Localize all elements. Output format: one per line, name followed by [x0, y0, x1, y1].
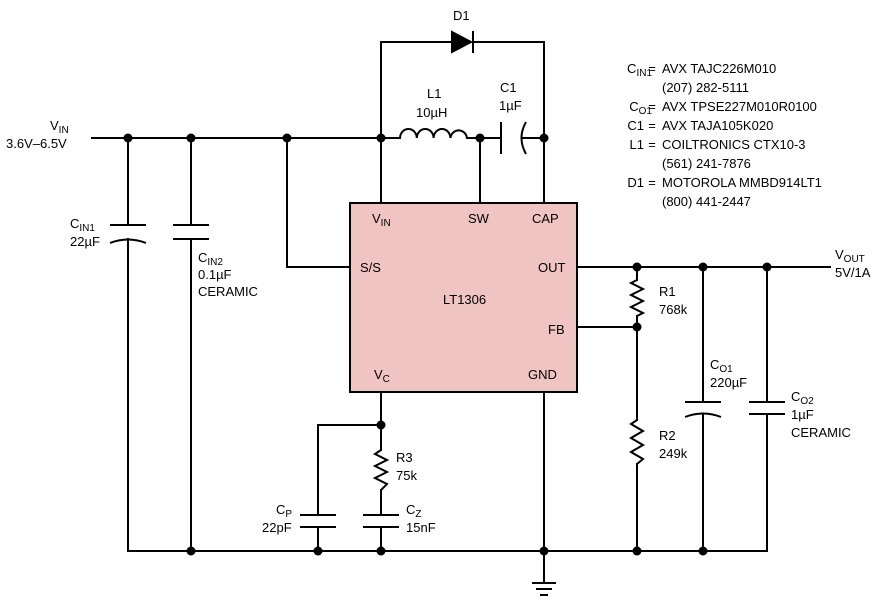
- junction-dots: [123, 133, 772, 556]
- r2-value: 249k: [659, 446, 688, 461]
- c1-ref: C1: [500, 80, 517, 95]
- cz-ref: CZ: [406, 502, 422, 520]
- parts-text: AVX TPSE227M010R0100: [662, 99, 817, 114]
- d1-ref: D1: [453, 8, 470, 23]
- resistor-r2-symbol: [629, 419, 645, 465]
- co1-ref: CO1: [710, 357, 733, 375]
- pin-vc-label: VC: [374, 367, 390, 385]
- pin-gnd-label: GND: [528, 367, 557, 382]
- parts-text: AVX TAJA105K020: [662, 118, 773, 133]
- parts-text: COILTRONICS CTX10-3: [662, 137, 806, 152]
- pin-ss-label: S/S: [360, 260, 381, 275]
- lt1306-ic: [349, 202, 578, 393]
- ground-icon: [532, 582, 556, 596]
- parts-eq: =: [648, 118, 656, 133]
- r1-value: 768k: [659, 302, 688, 317]
- capacitor-co1-symbol: [684, 401, 722, 418]
- parts-ref: L1: [630, 137, 644, 152]
- capacitor-c1-symbol: [500, 121, 527, 155]
- parts-text: AVX TAJC226M010: [662, 61, 776, 76]
- inductor-l1-symbol: [399, 128, 468, 139]
- r3-value: 75k: [396, 468, 417, 483]
- vin-label: VIN: [50, 118, 69, 136]
- parts-text: (800) 441-2447: [662, 194, 751, 209]
- vout-rating: 5V/1A: [835, 265, 871, 280]
- r2-ref: R2: [659, 428, 676, 443]
- co1-value: 220µF: [710, 375, 747, 390]
- cin2-value: 0.1µF: [198, 267, 232, 282]
- parts-text: (207) 282-5111: [662, 80, 749, 95]
- cp-value: 22pF: [262, 520, 292, 535]
- parts-list: CIN1 = AVX TAJC226M010 (207) 282-5111 CO…: [627, 61, 822, 209]
- co2-note: CERAMIC: [791, 425, 851, 440]
- pin-vin-label: VIN: [372, 211, 391, 229]
- resistor-r3-symbol: [372, 449, 390, 491]
- c1-value: 1µF: [499, 98, 522, 113]
- ic-part-number: LT1306: [443, 292, 486, 307]
- r1-ref: R1: [659, 284, 676, 299]
- vout-label: VOUT: [835, 247, 865, 265]
- parts-eq: =: [648, 175, 656, 190]
- parts-eq: =: [648, 99, 656, 114]
- pin-cap-label: CAP: [532, 211, 559, 226]
- l1-value: 10µH: [416, 105, 447, 120]
- parts-text: (561) 241-7876: [662, 156, 751, 171]
- pin-sw-label: SW: [468, 211, 490, 226]
- capacitor-cz-symbol: [363, 514, 399, 528]
- pin-out-label: OUT: [538, 260, 566, 275]
- capacitor-cin1-symbol: [109, 224, 147, 244]
- l1-ref: L1: [427, 86, 441, 101]
- parts-eq: =: [648, 61, 656, 76]
- pin-fb-label: FB: [548, 322, 565, 337]
- capacitor-co2-symbol: [749, 401, 785, 415]
- diode-d1-symbol: [451, 30, 474, 54]
- co2-value: 1µF: [791, 407, 814, 422]
- capacitor-cp-symbol: [300, 514, 336, 528]
- cz-value: 15nF: [406, 520, 436, 535]
- parts-ref: D1: [627, 175, 644, 190]
- co2-ref: CO2: [791, 389, 814, 407]
- parts-ref: CIN1: [627, 61, 652, 79]
- cin2-note: CERAMIC: [198, 284, 258, 299]
- cp-ref: CP: [276, 502, 292, 520]
- parts-text: MOTOROLA MMBD914LT1: [662, 175, 822, 190]
- parts-ref: C1: [627, 118, 644, 133]
- parts-ref: CO1: [629, 99, 652, 117]
- capacitor-cin2-symbol: [173, 224, 209, 240]
- cin2-ref: CIN2: [198, 250, 223, 268]
- cin1-ref: CIN1: [70, 216, 95, 234]
- parts-eq: =: [648, 137, 656, 152]
- cin1-value: 22µF: [70, 234, 100, 249]
- r3-ref: R3: [396, 450, 413, 465]
- vin-range: 3.6V–6.5V: [6, 136, 67, 151]
- resistor-r1-symbol: [628, 279, 646, 317]
